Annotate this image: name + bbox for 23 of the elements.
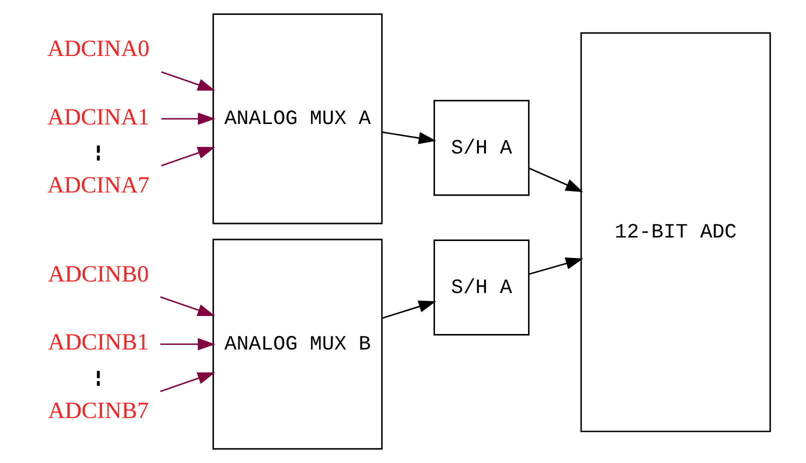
arrow xyxy=(529,257,584,275)
connector xyxy=(96,370,100,386)
node-text: ADCINA0 xyxy=(47,36,150,62)
arrow xyxy=(382,131,436,144)
node-box: ANALOG MUX B xyxy=(212,238,383,450)
node-text: ADCINA1 xyxy=(47,104,150,130)
arrow xyxy=(161,71,216,91)
connector xyxy=(96,145,100,160)
arrow xyxy=(160,296,216,316)
node-box: S/H A xyxy=(434,100,530,196)
node-box: ANALOG MUX A xyxy=(212,13,383,224)
node-text: ADCINB0 xyxy=(48,261,149,288)
arrow xyxy=(161,146,216,166)
arrow xyxy=(160,372,216,392)
arrow xyxy=(528,168,584,192)
arrow xyxy=(160,338,216,350)
node-text: ADCINB7 xyxy=(48,398,149,424)
node-text: ADCINB1 xyxy=(48,330,149,356)
node-box: 12-BIT ADC xyxy=(580,32,771,432)
arrow xyxy=(382,300,436,319)
arrow xyxy=(161,112,216,125)
node-text: ADCINA7 xyxy=(47,172,150,199)
node-box: S/H A xyxy=(434,240,530,336)
